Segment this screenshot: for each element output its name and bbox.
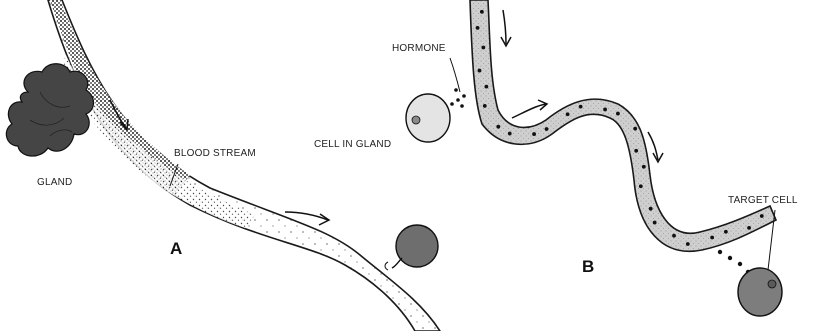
hormone-molecule bbox=[649, 207, 653, 211]
hormone-molecule bbox=[476, 26, 480, 30]
hormone-molecule bbox=[566, 112, 570, 116]
cell-in-gland-label: CELL IN GLAND bbox=[314, 140, 391, 150]
flow-arrowhead-a2 bbox=[319, 214, 329, 225]
hormone-molecule bbox=[532, 132, 536, 136]
blood-vessel-b bbox=[470, 0, 776, 251]
gland-label: GLAND bbox=[37, 178, 72, 188]
hormone-molecule bbox=[710, 236, 714, 240]
cell-nucleus bbox=[412, 116, 420, 124]
hormone-molecule bbox=[483, 104, 487, 108]
target-cell-label: TARGET CELL bbox=[728, 196, 798, 206]
hormone-molecule bbox=[496, 125, 500, 129]
hormone-molecule bbox=[653, 221, 657, 225]
panel-a-letter: A bbox=[170, 240, 182, 257]
target-cell-b bbox=[738, 268, 782, 316]
hormone-to-target-dots bbox=[718, 250, 750, 274]
hormone-molecule bbox=[672, 234, 676, 238]
receptor-pointer-a bbox=[392, 258, 402, 268]
hormone-molecule bbox=[480, 10, 484, 14]
flow-arrow-b2 bbox=[512, 104, 546, 118]
hormone-label: HORMONE bbox=[392, 44, 446, 54]
hormone-molecule bbox=[508, 132, 512, 136]
blood-stream-label: BLOOD STREAM bbox=[174, 149, 256, 159]
hormone-molecule bbox=[634, 149, 638, 153]
hormone-leader bbox=[450, 58, 460, 92]
hormone-molecule bbox=[616, 112, 620, 116]
secreted-hormone-dots bbox=[450, 88, 466, 108]
hormone-molecule bbox=[603, 108, 607, 112]
hormone-molecule bbox=[579, 105, 583, 109]
hormone-molecule bbox=[478, 69, 482, 73]
hormone-molecule bbox=[760, 214, 764, 218]
gland-a bbox=[6, 64, 93, 156]
blood-vessel-a bbox=[48, 0, 440, 331]
hormone-molecule bbox=[633, 127, 637, 131]
flow-arrow-b1 bbox=[503, 10, 506, 44]
target-cell-a bbox=[396, 225, 438, 267]
hormone-molecule bbox=[747, 226, 751, 230]
hormone-molecule bbox=[642, 165, 646, 169]
hormone-molecule bbox=[639, 184, 643, 188]
panel-b-letter: B bbox=[582, 258, 594, 275]
cell-in-gland bbox=[406, 94, 450, 142]
panel-a bbox=[6, 0, 440, 331]
hormone-molecule bbox=[545, 127, 549, 131]
hormone-molecule bbox=[481, 46, 485, 50]
receptor-mark-a bbox=[385, 262, 388, 270]
hormone-molecule bbox=[724, 230, 728, 234]
hormone-molecule bbox=[686, 242, 690, 246]
flow-arrow-b3 bbox=[648, 132, 658, 160]
hormone-molecule bbox=[484, 85, 488, 89]
